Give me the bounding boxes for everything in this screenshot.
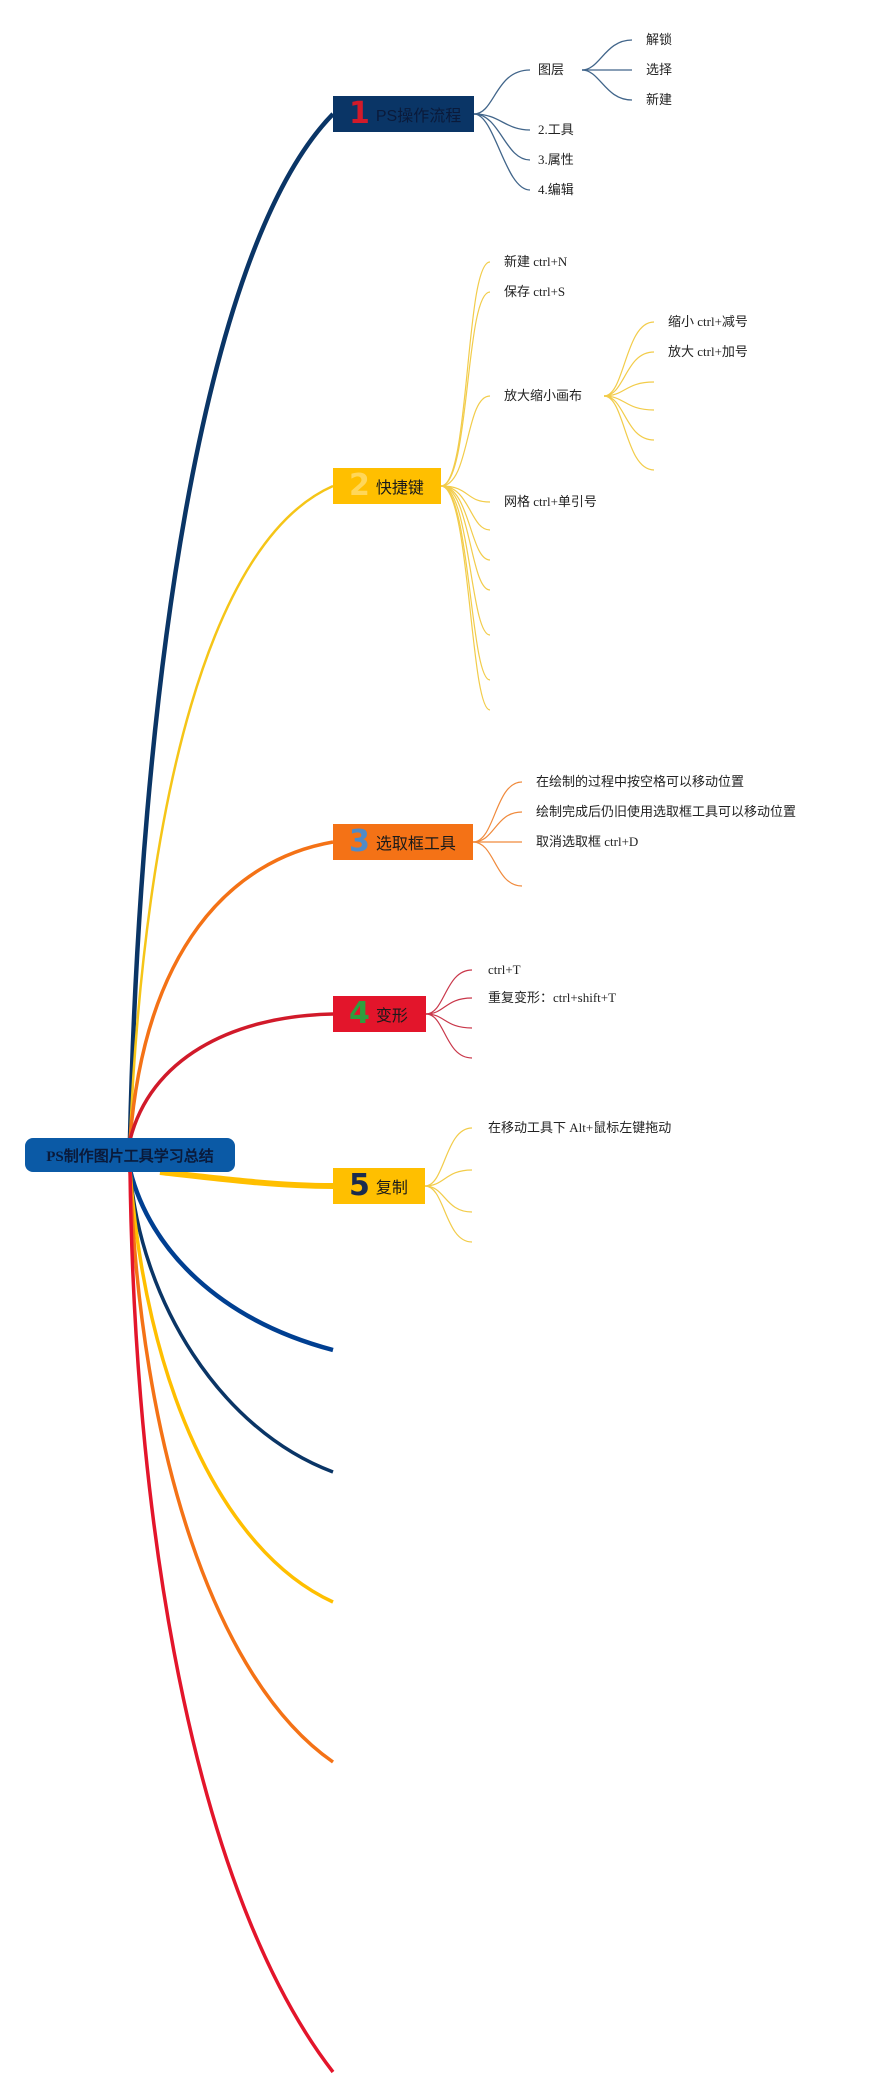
topic-1-number: 1: [349, 96, 370, 131]
leaf-repeat-transform[interactable]: 重复变形：ctrl+shift+T: [488, 990, 617, 1005]
topic-1[interactable]: 1 PS操作流程: [333, 96, 474, 132]
branch-7: [128, 1169, 334, 1474]
leaf-zoom-in[interactable]: 放大 ctrl+加号: [668, 344, 748, 359]
leaf-grid[interactable]: 网格 ctrl+单引号: [504, 494, 597, 509]
leaf-edit[interactable]: 4.编辑: [538, 182, 574, 197]
branch-2: [128, 484, 334, 1139]
leaf-free-transform[interactable]: ctrl+T: [488, 962, 521, 977]
leaf-alt-drag-copy[interactable]: 在移动工具下 Alt+鼠标左键拖动: [488, 1120, 672, 1135]
topic-2-label: 快捷键: [375, 480, 424, 497]
root-node[interactable]: PS制作图片工具学习总结: [25, 1138, 235, 1172]
topic-4[interactable]: 4 变形: [333, 996, 426, 1032]
leaf-marquee-move-space[interactable]: 在绘制的过程中按空格可以移动位置: [536, 774, 745, 789]
topic-5-number: 5: [349, 1168, 370, 1203]
branch-3: [128, 840, 334, 1141]
topic-4-number: 4: [349, 996, 370, 1031]
branch-4: [128, 1012, 334, 1141]
topic-1-label: PS操作流程: [375, 108, 462, 125]
leaf-zoom-out[interactable]: 缩小 ctrl+减号: [668, 314, 748, 329]
leaf-deselect[interactable]: 取消选取框 ctrl+D: [536, 834, 639, 849]
leaf-properties[interactable]: 3.属性: [538, 152, 574, 167]
topic5-links: [424, 1127, 473, 1243]
branch-5: [159, 1169, 334, 1189]
branch-1: [127, 112, 335, 1139]
root-label: PS制作图片工具学习总结: [46, 1148, 214, 1165]
topic2-links: [440, 261, 655, 711]
topic-2-number: 2: [349, 468, 370, 503]
topic3-links: [472, 781, 523, 887]
topic-5-label: 复制: [375, 1180, 408, 1197]
topic1-links: [473, 39, 633, 191]
topic-2[interactable]: 2 快捷键: [333, 468, 441, 504]
leaf-shortcut-new[interactable]: 新建 ctrl+N: [504, 254, 568, 269]
topic-3-number: 3: [349, 824, 370, 859]
leaf-layer[interactable]: 图层: [538, 62, 565, 77]
topic-5[interactable]: 5 复制: [333, 1168, 425, 1204]
branch-6: [127, 1169, 334, 1353]
leaf-shortcut-save[interactable]: 保存 ctrl+S: [504, 284, 566, 299]
leaf-marquee-move-after[interactable]: 绘制完成后仍旧使用选取框工具可以移动位置: [536, 804, 797, 819]
topic-4-label: 变形: [375, 1008, 408, 1025]
leaf-select[interactable]: 选择: [646, 62, 673, 77]
leaf-tools[interactable]: 2.工具: [538, 122, 574, 137]
topic-3-label: 选取框工具: [375, 836, 456, 853]
leaf-zoom-canvas[interactable]: 放大缩小画布: [504, 388, 583, 403]
topic4-links: [425, 969, 473, 1059]
leaf-unlock[interactable]: 解锁: [646, 32, 673, 47]
branch-10: [128, 1169, 335, 2074]
branch-9: [128, 1169, 335, 1764]
leaf-new[interactable]: 新建: [646, 92, 673, 107]
branch-8: [128, 1169, 334, 1604]
topic-3[interactable]: 3 选取框工具: [333, 824, 473, 860]
